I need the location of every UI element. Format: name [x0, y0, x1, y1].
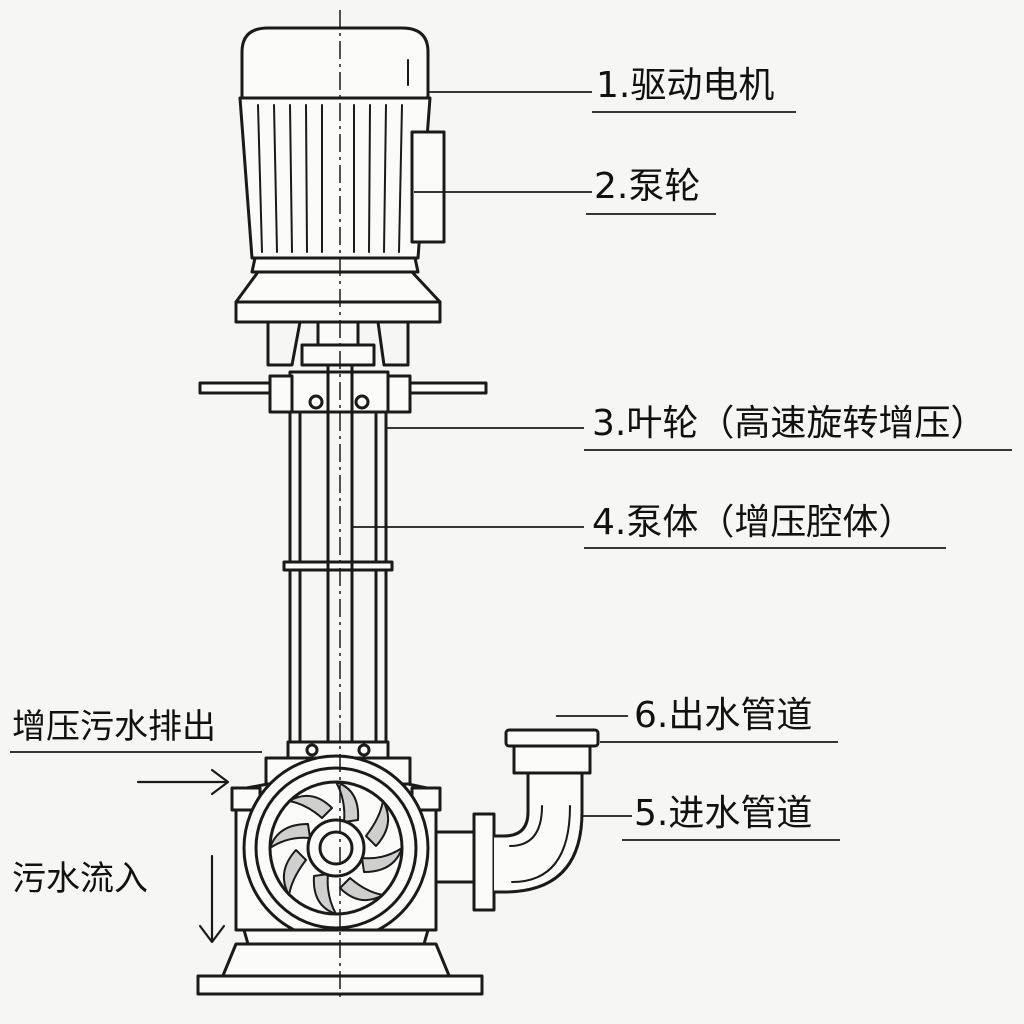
label-inlet-pipe: 5.进水管道 — [634, 793, 813, 834]
label-pump-body: 4.泵体（增压腔体） — [592, 502, 915, 543]
pump-body-column — [282, 363, 394, 792]
impeller-housing — [230, 754, 442, 946]
inflow-arrow — [198, 854, 226, 944]
label-discharge: 增压污水排出 — [12, 707, 216, 747]
drive-motor — [234, 26, 446, 324]
impeller-blades — [269, 781, 403, 915]
label-pump-wheel: 2.泵轮 — [594, 166, 701, 207]
discharge-arrow — [136, 768, 230, 796]
label-impeller: 3.叶轮（高速旋转增压） — [592, 403, 987, 444]
label-drive-motor: 1.驱动电机 — [596, 65, 775, 106]
label-inflow: 污水流入 — [12, 859, 148, 899]
label-outlet-pipe: 6.出水管道 — [634, 695, 813, 736]
pump-wheel — [198, 320, 488, 414]
outlet-pipe-drawing — [434, 728, 600, 912]
